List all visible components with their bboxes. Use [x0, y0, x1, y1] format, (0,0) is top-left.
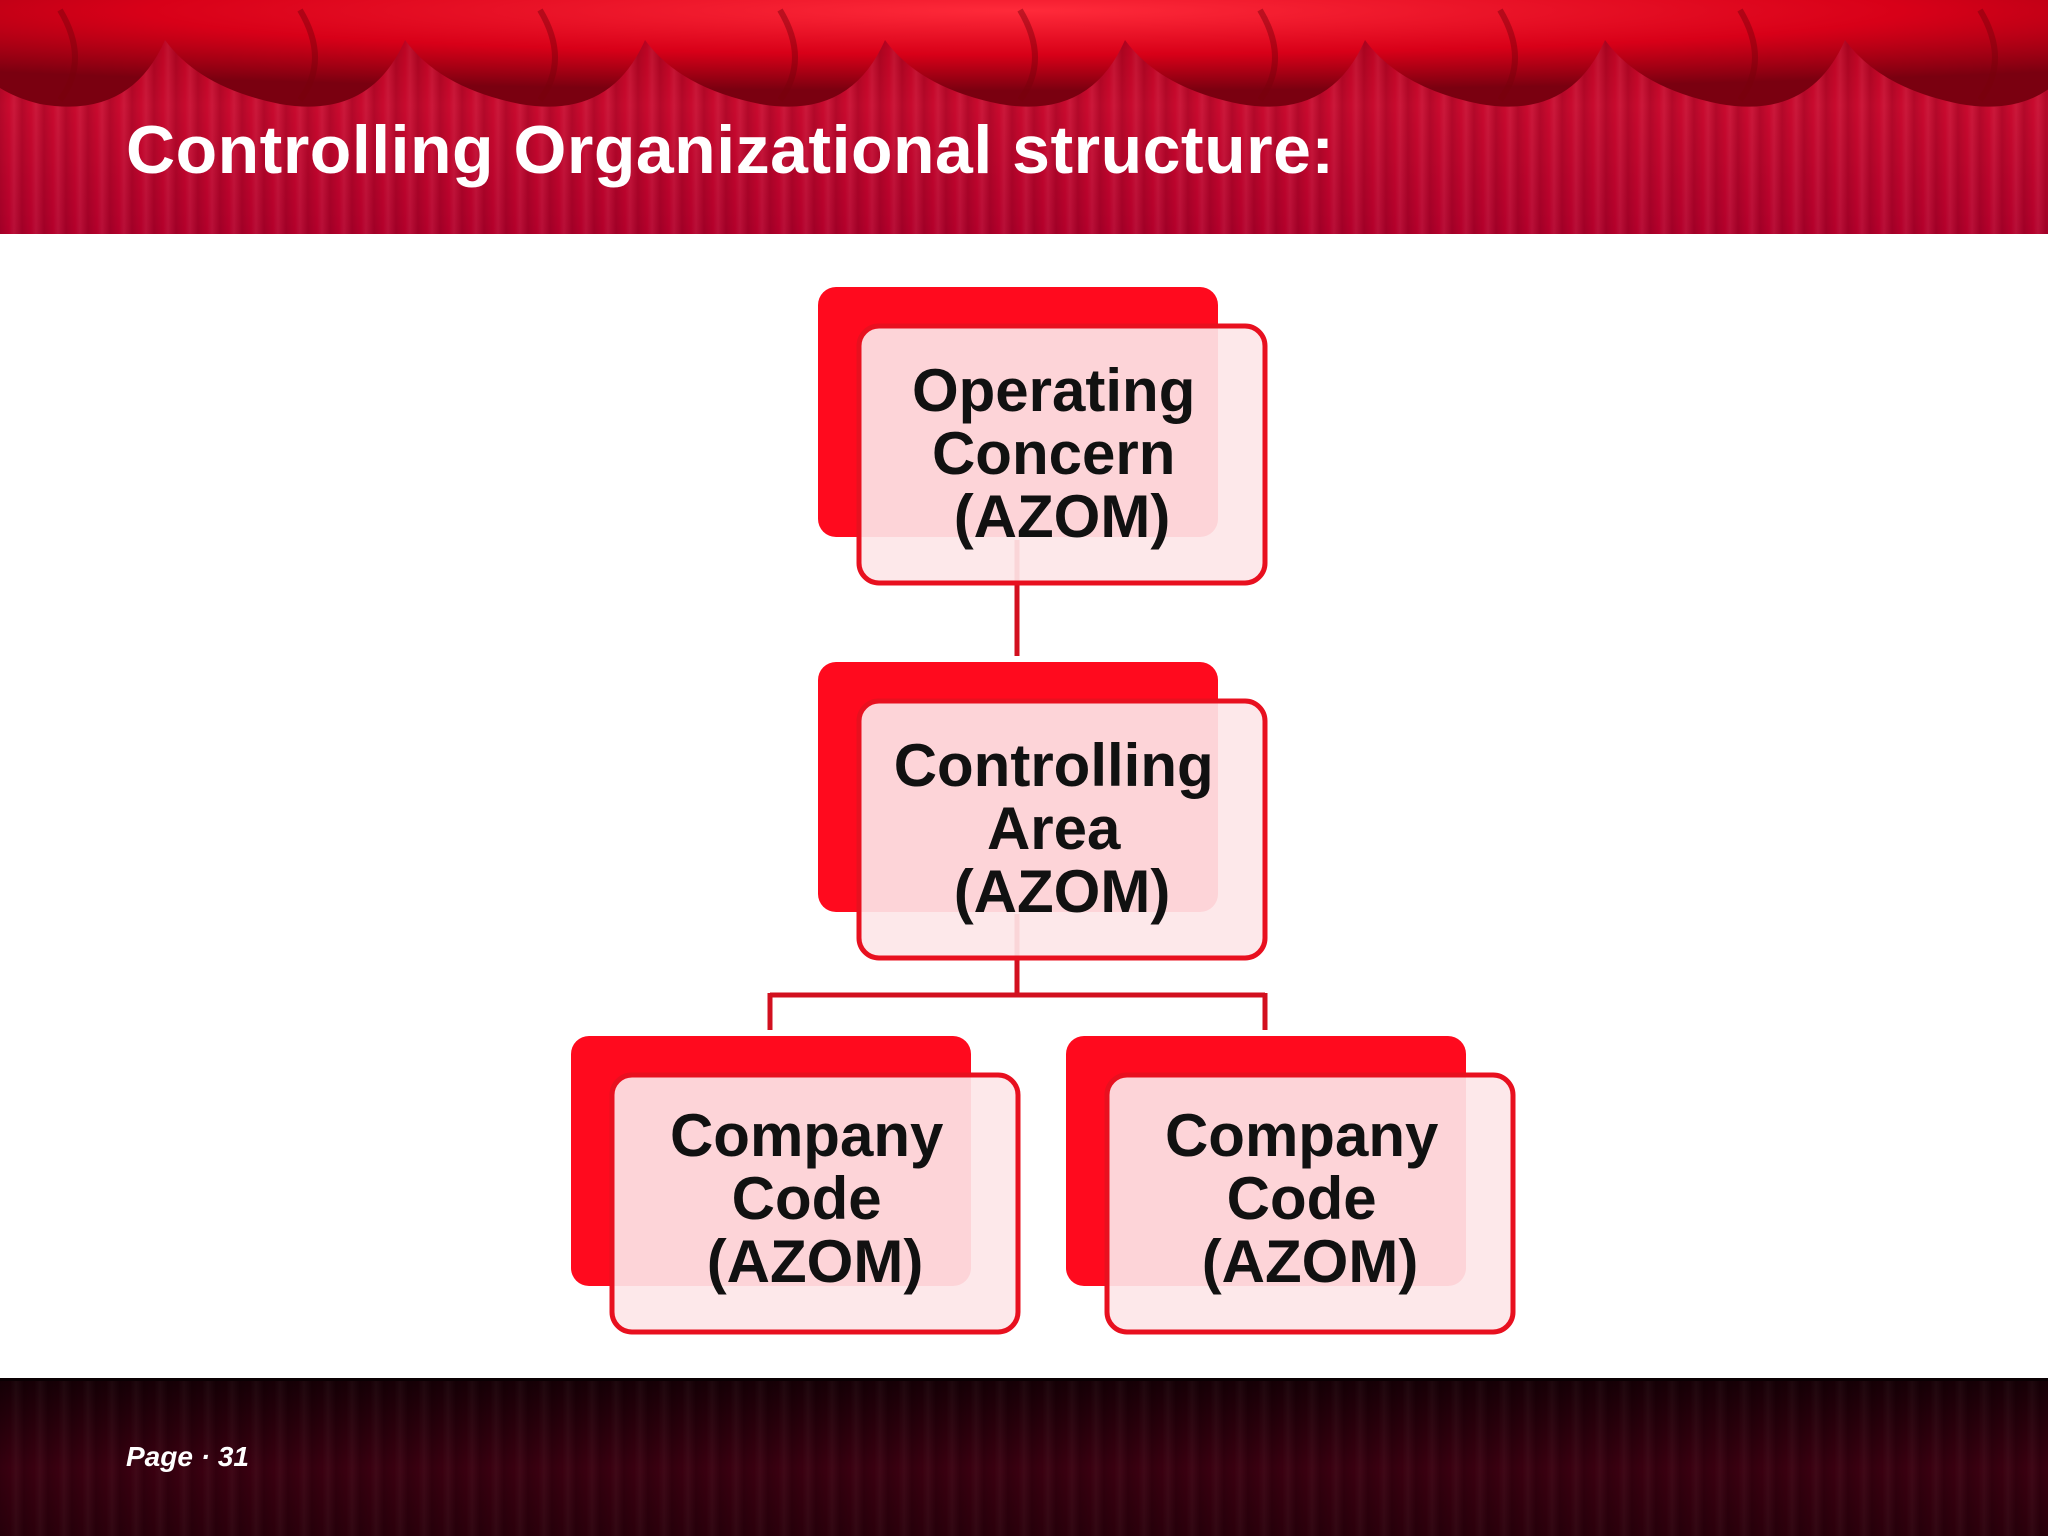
node-operating-concern: Operating Concern (AZOM): [818, 287, 1268, 586]
node-label-line: Area: [987, 795, 1121, 862]
node-card: [1104, 1072, 1516, 1335]
node-label-line: Company: [1165, 1102, 1439, 1169]
node-label-line: Operating: [912, 357, 1195, 424]
page-label: Page: [126, 1441, 193, 1472]
slide-title: Controlling Organizational structure:: [126, 112, 1335, 188]
node-label-line: Controlling: [894, 732, 1214, 799]
node-label: Company Code (AZOM): [1165, 1102, 1455, 1295]
node-company-code-2: Company Code (AZOM): [1066, 1036, 1516, 1335]
node-label-line: Concern: [932, 420, 1175, 487]
node-label: Controlling Area (AZOM): [894, 732, 1231, 925]
node-controlling-area: Controlling Area (AZOM): [818, 662, 1268, 961]
node-label-line: (AZOM): [954, 483, 1171, 550]
node-label-line: (AZOM): [954, 858, 1171, 925]
header-curtain-band: Controlling Organizational structure:: [0, 0, 2048, 234]
page-indicator: Page · 31: [126, 1440, 249, 1474]
node-label-line: Code: [1227, 1165, 1377, 1232]
curtain-swags: [0, 0, 2048, 107]
node-label-line: (AZOM): [1202, 1228, 1419, 1295]
node-card: [856, 323, 1268, 586]
node-label: Operating Concern (AZOM): [912, 357, 1212, 550]
footer-band: [0, 1378, 2048, 1536]
node-label-line: Company: [670, 1102, 944, 1169]
page-number: 31: [217, 1441, 249, 1472]
node-company-code-1: Company Code (AZOM): [571, 1036, 1021, 1335]
node-label-line: (AZOM): [707, 1228, 924, 1295]
node-label: Company Code (AZOM): [670, 1102, 960, 1295]
node-card: [856, 698, 1268, 961]
node-label-line: Code: [732, 1165, 882, 1232]
page-separator: ·: [200, 1441, 211, 1472]
node-card: [609, 1072, 1021, 1335]
